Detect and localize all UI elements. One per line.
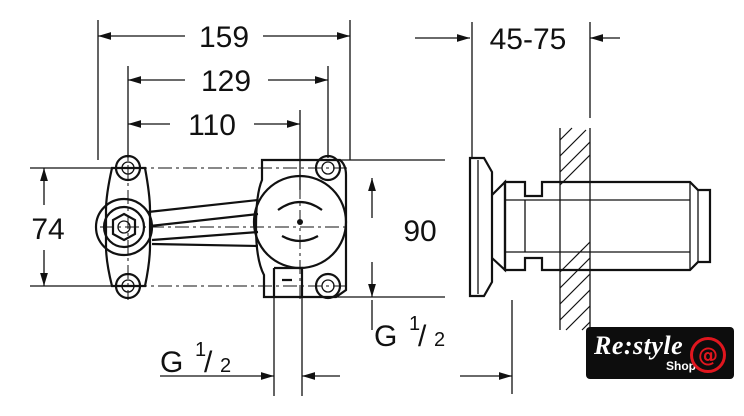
dim-depth: 45-75	[490, 23, 567, 56]
svg-text:2: 2	[434, 329, 445, 351]
svg-text:G: G	[160, 346, 183, 379]
svg-text:1: 1	[409, 313, 420, 335]
left-mounting-plate	[104, 166, 152, 288]
svg-text:/: /	[418, 320, 427, 353]
dim-width-inner: 110	[188, 109, 236, 142]
restyle-shop-logo: Re:style Shop @	[586, 327, 734, 379]
mount-hole-top-left	[114, 154, 142, 182]
dim-height-right: 90	[403, 215, 436, 248]
front-view	[94, 154, 348, 300]
side-flange	[468, 156, 494, 298]
mount-hole-top-right	[314, 154, 342, 182]
side-body	[503, 180, 712, 272]
thread-label-left: G 1 / 2	[160, 339, 231, 379]
connecting-pipe	[147, 198, 259, 248]
center-lines	[100, 140, 350, 300]
svg-text:2: 2	[220, 355, 231, 377]
wall-hatching	[559, 127, 591, 331]
dim-width-mid: 129	[201, 65, 251, 98]
logo-sub: Shop	[666, 359, 696, 373]
svg-text:1: 1	[195, 339, 206, 361]
mount-hole-bottom-right	[314, 272, 342, 300]
hex-nut	[111, 212, 137, 242]
svg-text:/: /	[204, 346, 213, 379]
thread-label-right: G 1 / 2	[374, 313, 445, 353]
right-housing	[254, 158, 348, 299]
cart-icon: @	[690, 337, 726, 373]
bottom-outlet	[272, 266, 304, 296]
dim-width-overall: 159	[199, 21, 249, 54]
mount-hole-bottom-left	[114, 272, 142, 300]
dim-height-left: 74	[31, 213, 64, 246]
svg-text:G: G	[374, 320, 397, 353]
logo-brand: Re:style	[594, 331, 684, 360]
dimension-lines	[40, 22, 620, 394]
left-connector	[94, 197, 154, 257]
side-view	[468, 127, 712, 331]
